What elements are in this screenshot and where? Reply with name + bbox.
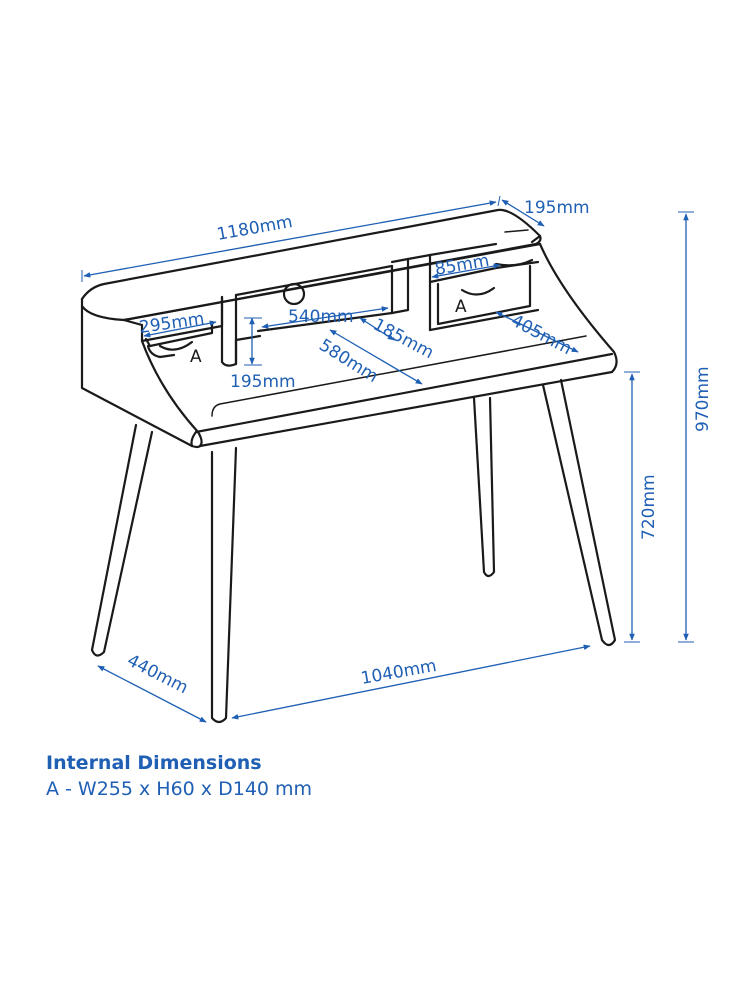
hutch-depth-dim-line xyxy=(501,199,545,227)
hutch-depth-label: 195mm xyxy=(524,198,590,218)
right-drawer-label: A xyxy=(455,297,467,317)
shelf-width-label: 540mm xyxy=(288,307,354,327)
left-side-panel xyxy=(80,304,194,448)
drawer-height-dim-line xyxy=(431,263,501,279)
right-desktop-depth-dim-line xyxy=(495,311,579,353)
desktop xyxy=(140,242,618,449)
left-drawer-label: A xyxy=(190,347,202,367)
desk-drawing: A A xyxy=(80,208,618,724)
hutch-clearance-label: 195mm xyxy=(230,372,296,392)
overall-width-dim-line xyxy=(83,200,497,278)
cable-hole-icon xyxy=(282,282,306,306)
internal-dimensions-title: Internal Dimensions xyxy=(46,752,262,774)
internal-dimensions-notes: Internal Dimensions A - W255 x H60 x D14… xyxy=(46,750,312,802)
drawer-width-dim-line xyxy=(143,320,217,338)
desk-height-label: 720mm xyxy=(639,474,659,540)
leg-depth-label: 440mm xyxy=(124,651,192,699)
shelf-width-dim-line xyxy=(261,306,389,329)
inner-depth-label: 185mm xyxy=(370,315,437,363)
drawer-width-label: 295mm xyxy=(138,309,206,338)
leg-width-dim-line xyxy=(231,644,591,720)
leg-depth-dim-line xyxy=(97,665,207,723)
front-legs xyxy=(90,423,238,724)
desktop-depth-label: 580mm xyxy=(315,335,381,387)
right-desktop-depth-label: 405mm xyxy=(508,311,575,359)
internal-dimensions-detail: A - W255 x H60 x D140 mm xyxy=(46,778,313,800)
total-height-label: 970mm xyxy=(693,366,713,432)
desktop-depth-dim-line xyxy=(329,329,423,385)
back-legs xyxy=(472,378,617,647)
dimension-annotations: 1180mm 195mm 85mm 295mm 540mm 185mm 405m… xyxy=(81,195,713,723)
